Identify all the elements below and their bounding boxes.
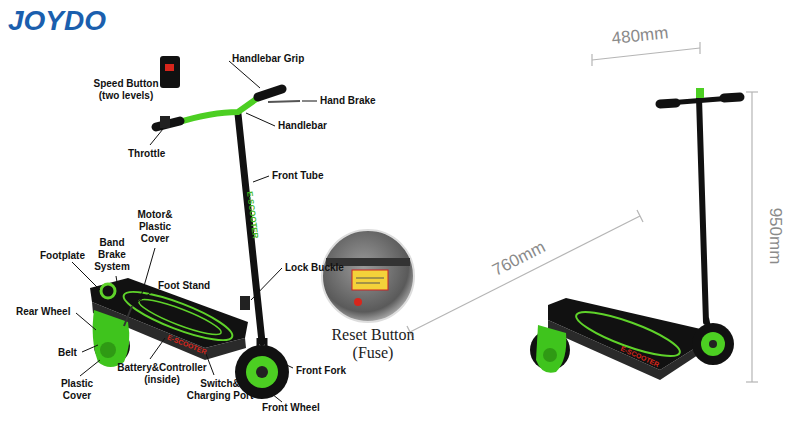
part-label: Band Brake System xyxy=(90,237,134,273)
dimension-label: 760mm xyxy=(474,230,563,289)
inset-label: Reset Button (Fuse) xyxy=(318,326,428,362)
part-label: Throttle xyxy=(128,148,188,160)
part-label: Battery&Controller (inside) xyxy=(110,362,214,386)
part-label: Motor& Plastic Cover xyxy=(130,209,180,245)
dimension-label: 480mm xyxy=(599,22,681,50)
part-label: Rear Wheel xyxy=(16,306,86,318)
part-label: Handlebar xyxy=(278,120,348,132)
part-label: Hand Brake xyxy=(320,95,400,107)
reset-button-inset xyxy=(322,230,414,322)
part-label: Lock Buckle xyxy=(285,262,365,274)
part-label: Belt xyxy=(58,347,88,359)
part-label: Front Tube xyxy=(272,170,342,182)
part-label: Speed Button (two levels) xyxy=(92,78,160,102)
part-label: Front Fork xyxy=(296,365,366,377)
part-label: Footplate xyxy=(40,250,100,262)
part-label: Switch& Charging Port xyxy=(180,378,260,402)
leader-lines xyxy=(72,61,317,402)
part-label: Handlebar Grip xyxy=(232,53,342,65)
part-label: Front Wheel xyxy=(262,402,342,414)
part-label: Foot Stand xyxy=(158,280,228,292)
dimension-label: 950mm xyxy=(765,196,785,276)
right-scooter xyxy=(530,88,740,380)
left-scooter xyxy=(90,56,300,399)
part-label: Plastic Cover xyxy=(52,378,102,402)
dimension-lines xyxy=(407,42,758,382)
brand-logo: JOYDO xyxy=(8,6,128,36)
